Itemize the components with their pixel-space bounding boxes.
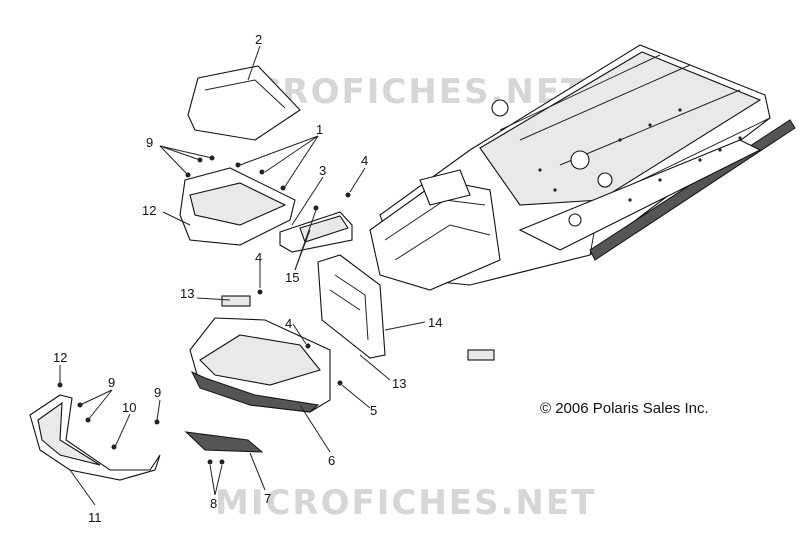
- part-14-plate: [317, 254, 386, 359]
- callout-14: 14: [428, 315, 442, 330]
- callout-2: 2: [255, 32, 262, 47]
- callout-10: 10: [122, 400, 136, 415]
- callout-8: 8: [210, 496, 217, 511]
- callout-1: 1: [316, 122, 323, 137]
- part-13-pad-a: [221, 295, 251, 307]
- part-2-panel: [187, 65, 301, 141]
- chassis-tunnel: [369, 44, 796, 291]
- callout-6: 6: [328, 453, 335, 468]
- copyright-text: © 2006 Polaris Sales Inc.: [540, 400, 709, 417]
- part-1-skid-plate: [179, 167, 296, 246]
- callout-9-left: 9: [108, 375, 115, 390]
- part-6-belly-pan: [189, 317, 331, 413]
- callout-13-left: 13: [180, 286, 194, 301]
- part-3-bracket: [279, 211, 353, 253]
- callout-13-right: 13: [392, 376, 406, 391]
- callout-9-right: 9: [154, 385, 161, 400]
- callout-4-low: 4: [285, 316, 292, 331]
- callout-7: 7: [264, 491, 271, 506]
- part-7-plate: [184, 431, 264, 453]
- callout-12-bottom: 12: [53, 350, 67, 365]
- callout-4-mid: 4: [255, 250, 262, 265]
- callout-11: 11: [88, 510, 102, 525]
- callout-15: 15: [285, 270, 299, 285]
- watermark-bottom: MICROFICHES.NET: [215, 483, 596, 523]
- callout-labels: 2 1 9 4 3 12 4 15 13 4 14 13 5 6 7 8 12 …: [53, 32, 442, 525]
- callout-12-top: 12: [142, 203, 156, 218]
- part-13-pad-b: [467, 349, 495, 361]
- callout-5: 5: [370, 403, 377, 418]
- part-11-bumper: [29, 394, 161, 481]
- callout-3: 3: [319, 163, 326, 178]
- callout-4-top: 4: [361, 153, 368, 168]
- callout-9-top: 9: [146, 135, 153, 150]
- leader-lines: [59, 45, 426, 506]
